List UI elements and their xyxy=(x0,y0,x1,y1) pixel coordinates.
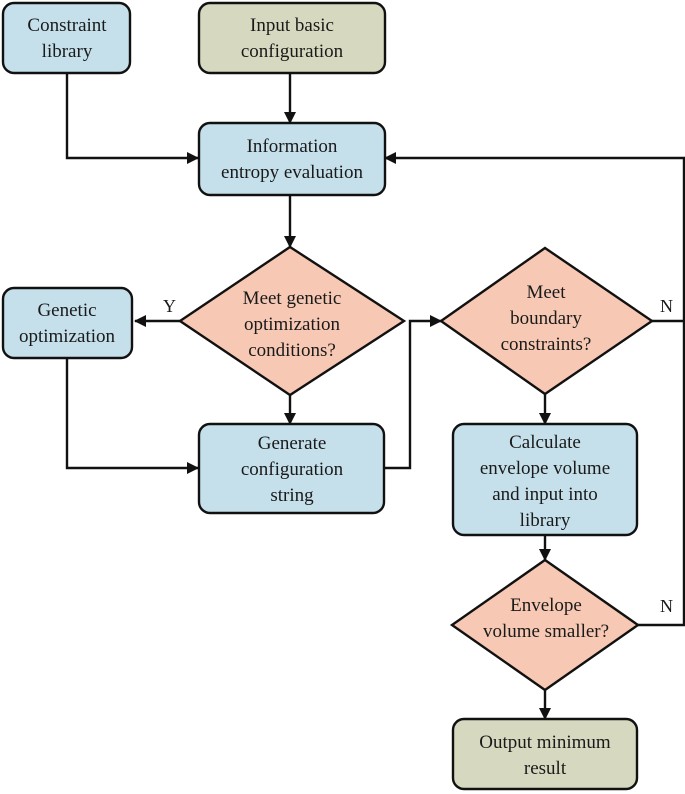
generate-config-line-2: configuration xyxy=(241,459,344,480)
output-minimum-result-node: Output minimum result xyxy=(451,717,639,791)
meet-boundary-line-2: boundary xyxy=(510,308,582,329)
envelope-smaller-decision: Envelope volume smaller? xyxy=(449,558,641,692)
input-basic-line-1: Input basic xyxy=(250,15,334,36)
information-entropy-node: Information entropy evaluation xyxy=(197,121,387,197)
output-min-line-1: Output minimum xyxy=(479,732,611,753)
meet-boundary-line-3: constraints? xyxy=(501,334,592,355)
meet-boundary-constraints-decision: Meet boundary constraints? xyxy=(438,246,655,396)
genetic-optimization-line-2: optimization xyxy=(19,326,116,347)
input-basic-line-2: configuration xyxy=(241,41,344,62)
edge-envelope-no-loop xyxy=(638,321,685,627)
constraint-library-line-1: Constraint xyxy=(27,15,107,36)
info-entropy-line-2: entropy evaluation xyxy=(221,162,363,183)
calc-envelope-line-1: Calculate xyxy=(509,432,581,453)
output-min-line-2: result xyxy=(524,758,567,779)
calculate-envelope-node: Calculate envelope volume and input into… xyxy=(451,422,639,537)
edge-constraint-to-entropy xyxy=(65,73,199,164)
envelope-smaller-line-2: volume smaller? xyxy=(483,621,609,642)
label-genetic-yes: Y xyxy=(163,296,176,316)
meet-genetic-line-2: optimization xyxy=(244,314,341,335)
input-basic-configuration-node: Input basic configuration xyxy=(197,1,387,75)
genetic-optimization-line-1: Genetic xyxy=(37,300,96,321)
label-boundary-no: N xyxy=(660,296,673,316)
calc-envelope-line-2: envelope volume xyxy=(480,458,610,479)
meet-genetic-line-3: conditions? xyxy=(248,340,336,361)
edges xyxy=(65,73,685,720)
generate-config-line-1: Generate xyxy=(258,433,327,454)
generate-config-line-3: string xyxy=(270,485,314,506)
calc-envelope-line-3: and input into xyxy=(492,484,598,505)
edge-generate-to-boundary xyxy=(384,315,442,470)
edge-genetic-opt-to-generate xyxy=(65,358,199,474)
info-entropy-line-1: Information xyxy=(247,136,338,157)
generate-configuration-node: Generate configuration string xyxy=(197,422,386,515)
edge-boundary-no-to-entropy xyxy=(384,152,685,323)
constraint-library-line-2: library xyxy=(42,41,93,62)
genetic-optimization-node: Genetic optimization xyxy=(1,286,134,360)
meet-boundary-line-1: Meet xyxy=(526,282,566,303)
meet-genetic-conditions-decision: Meet genetic optimization conditions? xyxy=(177,245,407,397)
envelope-smaller-line-1: Envelope xyxy=(510,595,582,616)
constraint-library-node: Constraint library xyxy=(1,1,132,75)
meet-genetic-line-1: Meet genetic xyxy=(243,288,342,309)
calc-envelope-line-4: library xyxy=(520,510,571,531)
label-envelope-no: N xyxy=(660,596,673,616)
